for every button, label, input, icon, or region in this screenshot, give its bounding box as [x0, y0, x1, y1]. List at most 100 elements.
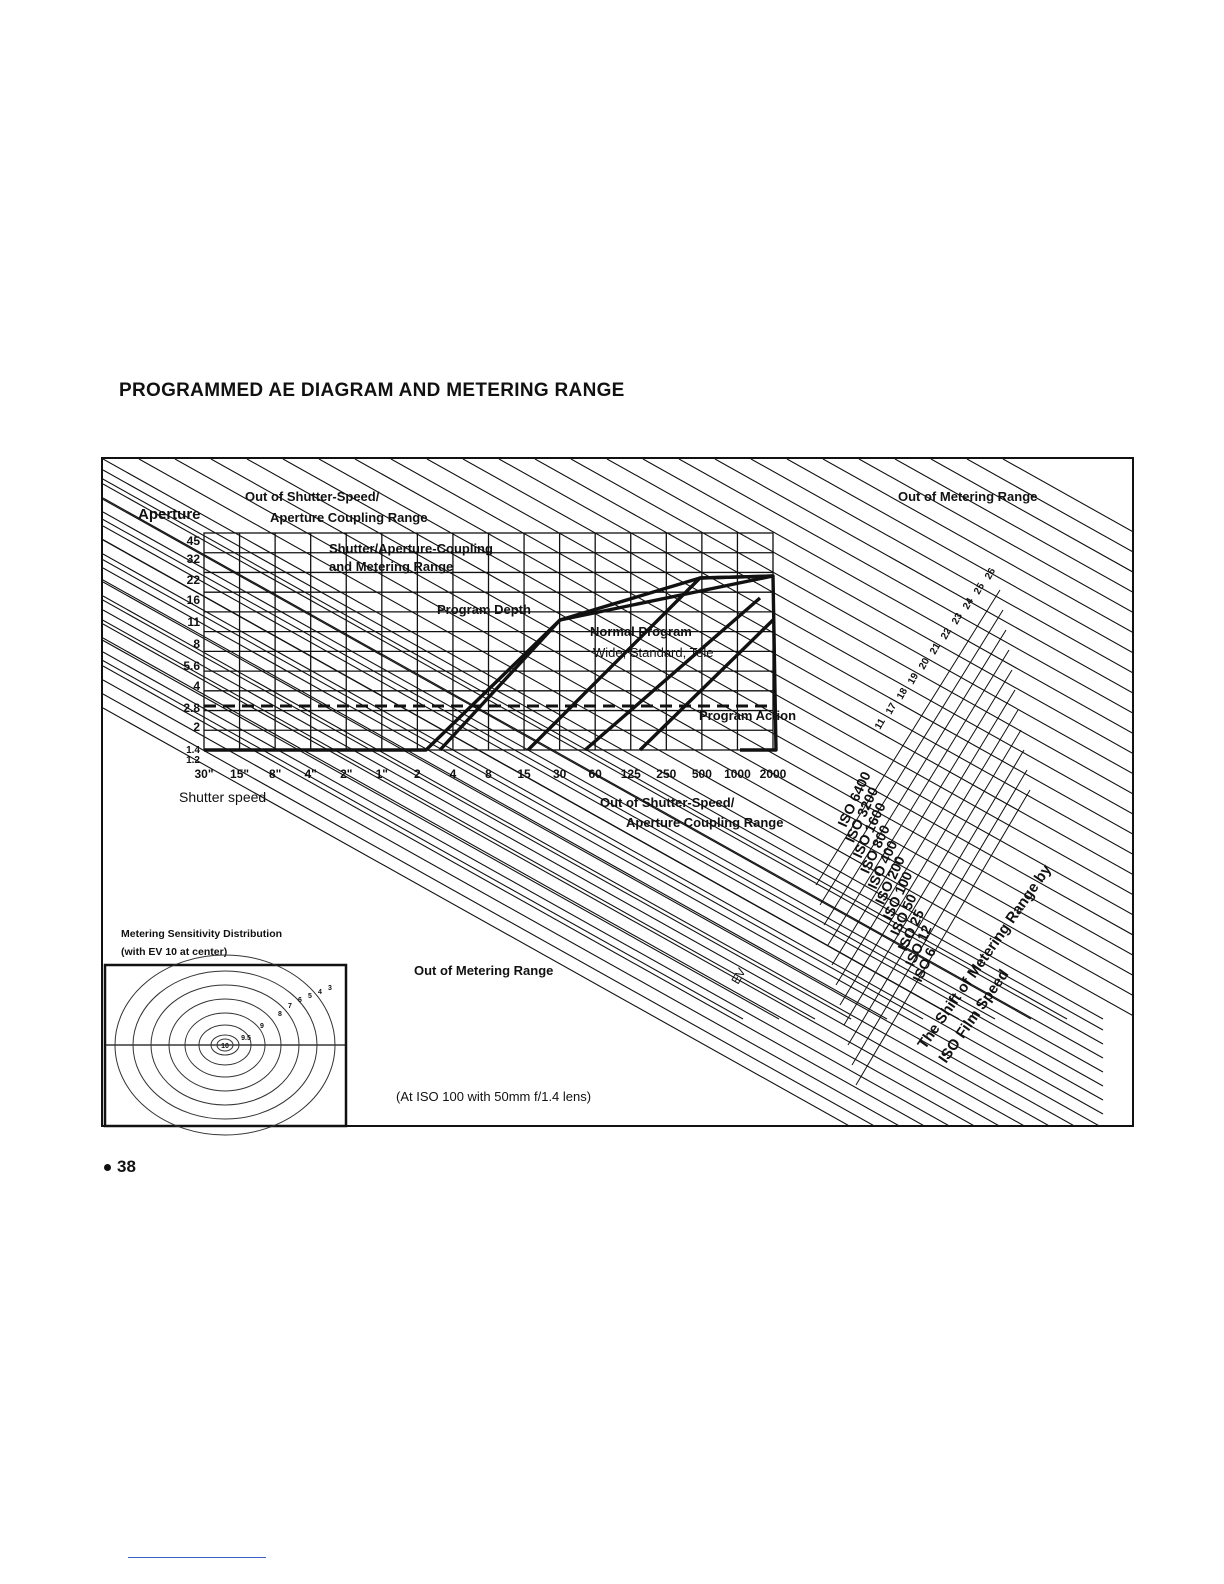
- shutter-tick-label: 30: [553, 767, 567, 781]
- ev-diagonal-line: [894, 459, 1132, 593]
- aperture-tick-label: 5.6: [183, 659, 200, 673]
- ev-diagonal-line: [103, 579, 888, 1020]
- aperture-tick-label: 32: [187, 552, 201, 566]
- ev-diagonal-line: [606, 459, 1132, 754]
- ev-diagonal-line: [103, 595, 1049, 1125]
- program-depth-label: Program Depth: [437, 602, 531, 617]
- ev-diagonal-line: [103, 581, 1074, 1125]
- sensitivity-contour: [216, 1038, 234, 1052]
- ev-diagonal-line: [103, 619, 816, 1020]
- aperture-tick-label: 4: [193, 679, 200, 693]
- contour-label: 7: [288, 1003, 292, 1010]
- ev-diagonal-line: [103, 639, 780, 1020]
- ev-scale-label: 17: [884, 701, 899, 717]
- shutter-tick-label: 250: [656, 767, 676, 781]
- ev-scale-label: 20: [917, 656, 932, 672]
- normal-program-label: Normal Program: [590, 624, 692, 639]
- shutter-tick-label: 1": [376, 767, 388, 781]
- coupling-metering-label-1: Shutter/Aperture-Coupling: [329, 541, 493, 556]
- shutter-tick-label: 15: [517, 767, 531, 781]
- shutter-tick-label: 15": [230, 767, 249, 781]
- ev-diagonal-line: [103, 483, 1104, 1045]
- sensitivity-contour: [184, 1012, 266, 1078]
- shutter-tick-label: 4: [450, 767, 457, 781]
- contour-label: 9.5: [241, 1035, 251, 1042]
- ev-diagonal-line: [103, 679, 899, 1125]
- ev-diagonal-line: [103, 567, 1099, 1125]
- ev-diagonal-line: [103, 559, 924, 1020]
- aperture-tick-label: 2: [193, 720, 200, 734]
- aperture-tick-label: 2.8: [183, 701, 200, 715]
- sensitivity-contour: [132, 970, 318, 1120]
- ev-diagonal-line: [930, 459, 1132, 573]
- aperture-tick-label: 8: [193, 637, 200, 651]
- diagram-frame: [101, 457, 1134, 1127]
- ev-diagonal-line: [103, 539, 1104, 1101]
- iso-bracket-line: [815, 589, 1001, 886]
- shutter-tick-label: 2": [340, 767, 352, 781]
- shutter-tick-label: 8: [485, 767, 492, 781]
- ev-diagonal-line: [714, 459, 1132, 694]
- ev-diagonal-line: [858, 459, 1132, 613]
- page-title: PROGRAMMED AE DIAGRAM AND METERING RANGE: [119, 380, 625, 401]
- footnote: (At ISO 100 with 50mm f/1.4 lens): [396, 1089, 591, 1104]
- shutter-tick-label: 2: [414, 767, 421, 781]
- aperture-axis-label: Aperture: [138, 506, 201, 523]
- iso-bracket-line: [839, 709, 1019, 1006]
- inset-title-2: (with EV 10 at center): [121, 946, 227, 958]
- ev-diagonal-line: [103, 497, 1104, 1059]
- out-coupling-bottom-label-2: Aperture Coupling Range: [626, 815, 783, 830]
- ev-diagonal-line: [103, 498, 1032, 1020]
- ev-diagonal-line: [103, 659, 744, 1020]
- ev-diagonal-line: [822, 459, 1132, 633]
- aperture-tick-label: 22: [187, 573, 201, 587]
- program-normal-line: [526, 574, 774, 752]
- footer-rule: [128, 1557, 266, 1558]
- inset-title-1: Metering Sensitivity Distribution: [121, 928, 282, 940]
- program-normal-tele: [638, 618, 775, 752]
- ev-diagonal-line: [678, 459, 1132, 714]
- sensitivity-contour: [198, 1024, 252, 1066]
- ev-diagonal-line: [103, 553, 1104, 1115]
- ev-diagonal-line: [174, 459, 1132, 996]
- iso-bracket-line: [835, 689, 1016, 986]
- aperture-tick-label: 11: [187, 615, 200, 629]
- out-coupling-bottom-label-1: Out of Shutter-Speed/: [600, 795, 735, 810]
- iso-bracket-line: [831, 669, 1013, 966]
- coupling-metering-label-2: and Metering Range: [329, 559, 453, 574]
- shutter-tick-label: 500: [692, 767, 712, 781]
- ev-diagonal-line: [103, 511, 1104, 1073]
- iso-bracket-line: [827, 649, 1010, 946]
- ev-scale-label: 22: [939, 626, 954, 642]
- contour-label: 8: [278, 1011, 282, 1018]
- ev-diagonal-line: [103, 637, 974, 1125]
- shutter-tick-label: 8": [269, 767, 281, 781]
- metering-sensitivity-inset: Metering Sensitivity Distribution (with …: [103, 928, 348, 1136]
- contour-label: 4: [318, 989, 322, 996]
- shutter-tick-label: 1000: [724, 767, 751, 781]
- shutter-tick-label: 4": [305, 767, 317, 781]
- program-depth-slope: [438, 618, 562, 752]
- ev-scale-label: 11: [873, 716, 888, 731]
- ev-diagonal-line: [103, 599, 852, 1020]
- shutter-tick-label: 2000: [760, 767, 787, 781]
- program-action-label: Program Action: [699, 708, 796, 723]
- ev-scale-label: 21: [928, 641, 943, 657]
- program-top-link: [559, 574, 774, 622]
- aperture-tick-label: 1.2: [186, 755, 200, 766]
- ev-diagonal-line: [1002, 459, 1132, 532]
- contour-label: 3: [328, 985, 332, 992]
- ev-diagonal-line: [750, 459, 1132, 673]
- ev-diagonal-line: [103, 651, 949, 1125]
- shutter-tick-label: 30": [194, 767, 213, 781]
- page-number: 38: [104, 1157, 136, 1177]
- ev-scale-label: 24: [961, 596, 976, 612]
- iso-bracket-line: [823, 629, 1007, 926]
- ev-diagonal-line: [103, 693, 874, 1125]
- ev-diagonal-line: [103, 518, 996, 1020]
- ev-scale-label: 18: [895, 686, 910, 702]
- sensitivity-contour: [210, 1034, 240, 1056]
- bullet-icon: [104, 1164, 111, 1172]
- ev-diagonal-line: [103, 525, 1104, 1087]
